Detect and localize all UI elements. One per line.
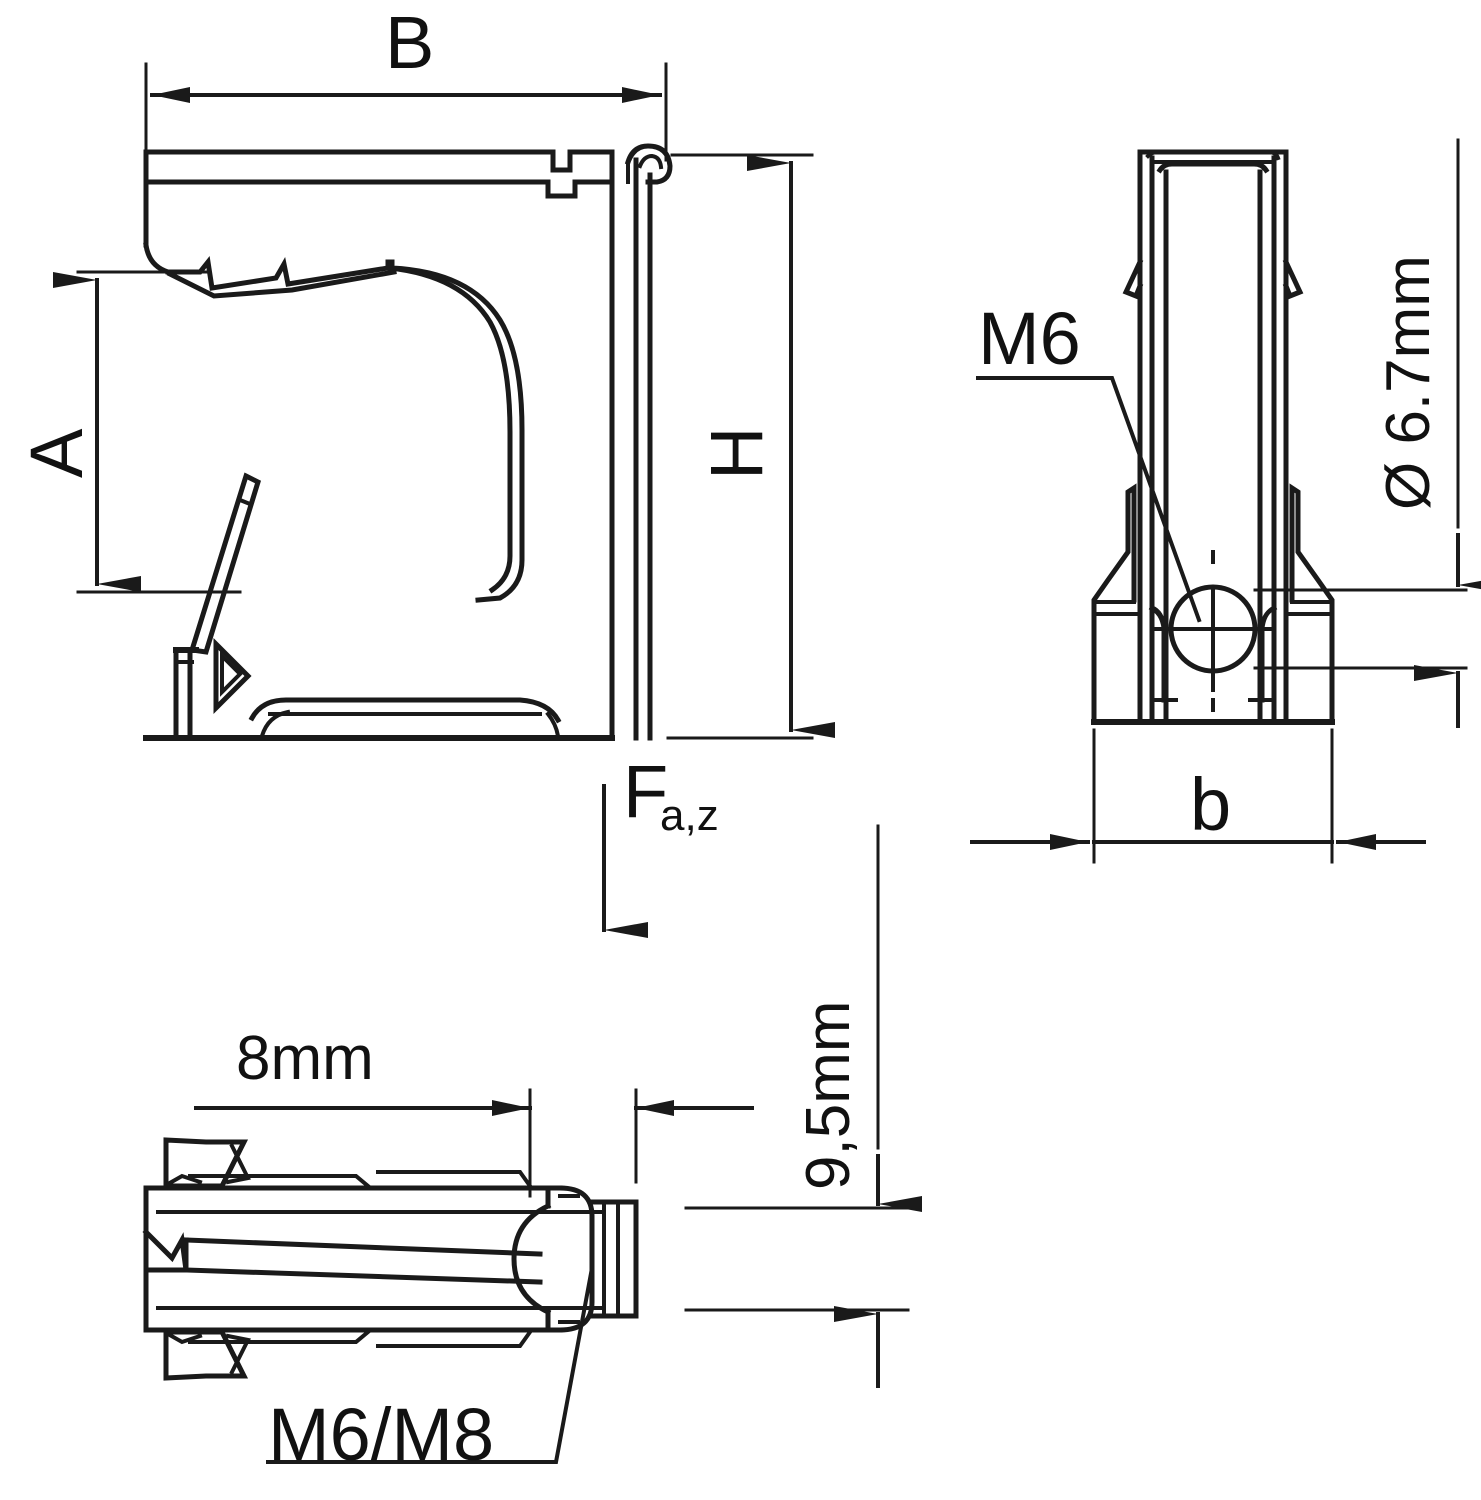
thread-callout-m6-m8: M6/M8 [268, 1393, 495, 1476]
thread-callout-m6: M6 [978, 297, 1081, 380]
force-label-subscript-az: a,z [660, 791, 719, 840]
diameter-label-hole: Ø 6.7mm [1374, 255, 1443, 510]
side-view-geometry [53, 62, 835, 938]
force-label-f: F [623, 750, 669, 833]
dimension-label-b-depth: b [1190, 763, 1232, 846]
plan-view-geometry [142, 824, 922, 1464]
front-view-geometry [970, 138, 1481, 864]
dimension-label-h-height: H [695, 426, 778, 480]
dimension-label-b-width: B [385, 1, 435, 84]
dimension-label-9-5mm: 9,5mm [794, 1000, 863, 1190]
dimension-label-a-opening: A [15, 428, 98, 478]
dimension-label-8mm: 8mm [236, 1024, 374, 1093]
